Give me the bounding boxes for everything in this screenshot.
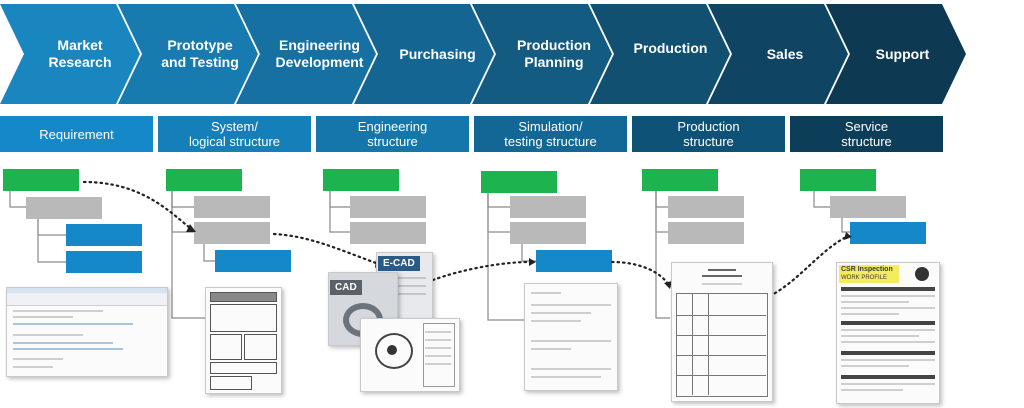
service-profile-thumbnail: CSR Inspection WORK PROFILE xyxy=(836,262,940,404)
service-header-label: CSR Inspection xyxy=(841,266,893,273)
tree-node-gray xyxy=(510,222,586,244)
tree-service xyxy=(813,190,850,233)
tree-node-gray xyxy=(668,196,744,218)
service-header-sub: WORK PROFILE xyxy=(841,275,888,281)
structure-box-system-logical: System/logical structure xyxy=(158,116,311,152)
tree-node-blue xyxy=(66,224,142,246)
structure-box-simulation-testing: Simulation/testing structure xyxy=(474,116,627,152)
tree-simulation xyxy=(487,192,536,321)
structure-box-requirement: Requirement xyxy=(0,116,153,152)
system-form-thumbnail xyxy=(205,287,282,394)
stage-label-support: Support xyxy=(875,45,930,62)
tree-production xyxy=(655,190,670,319)
tree-node-green xyxy=(323,169,399,191)
process-chevron-bar xyxy=(0,4,966,104)
tree-node-green xyxy=(642,169,718,191)
tree-node-green xyxy=(166,169,242,191)
tree-node-blue xyxy=(66,251,142,273)
tree-node-blue xyxy=(536,250,612,272)
tree-node-gray xyxy=(668,222,744,244)
tree-node-gray xyxy=(350,196,426,218)
arrow-heads xyxy=(186,224,852,289)
stage-label-sales: Sales xyxy=(766,45,804,62)
chevron-stage xyxy=(472,4,612,104)
cad-drawing-thumbnail xyxy=(360,318,460,392)
chevron-stage xyxy=(708,4,848,104)
chevron-stage xyxy=(118,4,258,104)
dotted-flow-arrows xyxy=(82,180,850,298)
tree-node-gray xyxy=(194,222,270,244)
tree-node-gray xyxy=(194,196,270,218)
chevron-stage xyxy=(0,4,140,104)
service-header-band xyxy=(839,265,899,283)
ecad-badge: E-CAD xyxy=(378,256,420,271)
cad-badge: CAD xyxy=(330,280,362,295)
tree-node-green xyxy=(481,171,557,193)
tree-node-gray xyxy=(830,196,906,218)
tree-node-gray xyxy=(26,197,102,219)
tree-node-blue xyxy=(850,222,926,244)
email-document-thumbnail xyxy=(6,287,168,377)
tree-engineering xyxy=(329,190,350,233)
tree-node-gray xyxy=(510,196,586,218)
chevron-stage xyxy=(236,4,376,104)
chevron-stage xyxy=(590,4,730,104)
tree-node-green xyxy=(800,169,876,191)
chevron-stage xyxy=(354,4,494,104)
tree-node-green xyxy=(3,169,79,191)
chevron-stage xyxy=(826,4,966,104)
tree-requirement xyxy=(9,190,66,263)
tree-node-gray xyxy=(350,222,426,244)
testing-report-thumbnail xyxy=(524,283,618,391)
logo-icon xyxy=(915,267,929,281)
stage-label-production: Production xyxy=(633,39,708,56)
stage-label-purchasing: Purchasing xyxy=(399,45,476,62)
production-plan-thumbnail xyxy=(671,262,773,402)
tree-node-blue xyxy=(215,250,291,272)
